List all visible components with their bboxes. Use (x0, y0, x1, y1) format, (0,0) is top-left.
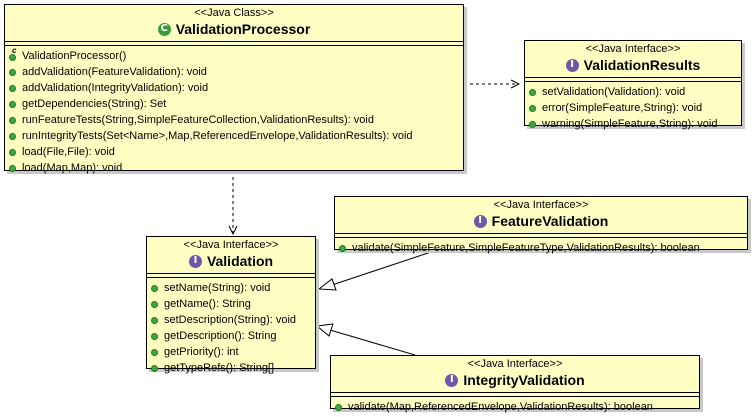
public-method-icon (151, 364, 158, 372)
operations-compartment: setName(String): void getName(): String … (147, 278, 315, 378)
public-method-icon (151, 316, 158, 324)
operation-item[interactable]: runFeatureTests(String,SimpleFeatureColl… (9, 112, 459, 128)
public-method-icon (335, 403, 342, 411)
public-method-icon (9, 116, 16, 124)
attributes-compartment (5, 42, 463, 46)
public-method-icon (9, 84, 16, 92)
public-method-icon (151, 300, 158, 308)
interface-feature-validation[interactable]: <<Java Interface>> I FeatureValidation v… (334, 196, 748, 254)
constructor-icon: c (9, 46, 16, 61)
generalization-line-feature (331, 249, 438, 286)
java-interface-icon: I (565, 58, 579, 72)
attributes-compartment (331, 393, 699, 397)
java-interface-icon: I (188, 254, 202, 268)
public-method-icon (9, 100, 16, 108)
operations-compartment: setValidation(Validation): void error(Si… (525, 82, 741, 134)
operation-item[interactable]: getName(): String (151, 296, 311, 312)
operation-item[interactable]: c ValidationProcessor() (9, 46, 459, 64)
class-name: ValidationProcessor (175, 21, 311, 37)
public-method-icon (529, 88, 536, 96)
operation-item[interactable]: getTypeRefs(): String[] (151, 360, 311, 376)
public-method-icon (151, 284, 158, 292)
interface-name: ValidationResults (583, 57, 701, 73)
public-method-icon (529, 104, 536, 112)
class-validation-processor[interactable]: <<Java Class>> C ValidationProcessor c V… (4, 4, 464, 174)
operation-item[interactable]: addValidation(IntegrityValidation): void (9, 80, 459, 96)
operation-item[interactable]: addValidation(FeatureValidation): void (9, 64, 459, 80)
stereotype-label: <<Java Interface>> (183, 239, 279, 251)
operation-item[interactable]: warning(SimpleFeature,String): void (529, 116, 737, 132)
operation-item[interactable]: setValidation(Validation): void (529, 84, 737, 100)
interface-name: IntegrityValidation (463, 372, 585, 388)
interface-integrity-validation[interactable]: <<Java Interface>> I IntegrityValidation… (330, 355, 700, 413)
public-method-icon (9, 68, 16, 76)
operation-item[interactable]: setDescription(String): void (151, 312, 311, 328)
public-method-icon (9, 164, 16, 172)
java-class-icon: C (157, 22, 171, 36)
operations-compartment: validate(Map,ReferencedEnvelope,Validati… (331, 397, 699, 417)
operation-item[interactable]: load(File,File): void (9, 144, 459, 160)
operation-item[interactable]: getDependencies(String): Set (9, 96, 459, 112)
operation-item[interactable]: validate(SimpleFeature,SimpleFeatureType… (339, 240, 743, 256)
interface-name: FeatureValidation (491, 213, 609, 229)
interface-validation-results[interactable]: <<Java Interface>> I ValidationResults s… (524, 40, 742, 130)
public-method-icon (151, 348, 158, 356)
operations-compartment: validate(SimpleFeature,SimpleFeatureType… (335, 238, 747, 258)
attributes-compartment (147, 274, 315, 278)
operation-item[interactable]: getDescription(): String (151, 328, 311, 344)
operation-item[interactable]: setName(String): void (151, 280, 311, 296)
generalization-line-integrity (329, 329, 416, 356)
public-method-icon (339, 244, 346, 252)
attributes-compartment (335, 234, 747, 238)
dependency-arrowhead-results (510, 79, 521, 89)
public-method-icon (151, 332, 158, 340)
java-interface-icon: I (473, 214, 487, 228)
interface-name: Validation (206, 253, 274, 269)
generalization-arrowhead-integrity (315, 323, 334, 337)
operation-item[interactable]: validate(Map,ReferencedEnvelope,Validati… (335, 399, 695, 415)
operation-item[interactable]: load(Map,Map): void (9, 160, 459, 176)
public-method-icon (529, 120, 536, 128)
operation-item[interactable]: getPriority(): int (151, 344, 311, 360)
attributes-compartment (525, 78, 741, 82)
public-method-icon (9, 132, 16, 140)
operations-compartment: c ValidationProcessor() addValidation(Fe… (5, 46, 463, 178)
operation-item[interactable]: error(SimpleFeature,String): void (529, 100, 737, 116)
public-method-icon (9, 148, 16, 156)
stereotype-label: <<Java Interface>> (585, 43, 681, 55)
java-interface-icon: I (445, 373, 459, 387)
stereotype-label: <<Java Interface>> (493, 199, 589, 211)
stereotype-label: <<Java Class>> (194, 7, 274, 19)
generalization-arrowhead-feature (317, 278, 337, 291)
dependency-arrowhead-validation (228, 225, 238, 236)
interface-validation[interactable]: <<Java Interface>> I Validation setName(… (146, 236, 316, 374)
operation-item[interactable]: runIntegrityTests(Set<Name>,Map,Referenc… (9, 128, 459, 144)
stereotype-label: <<Java Interface>> (467, 358, 563, 370)
